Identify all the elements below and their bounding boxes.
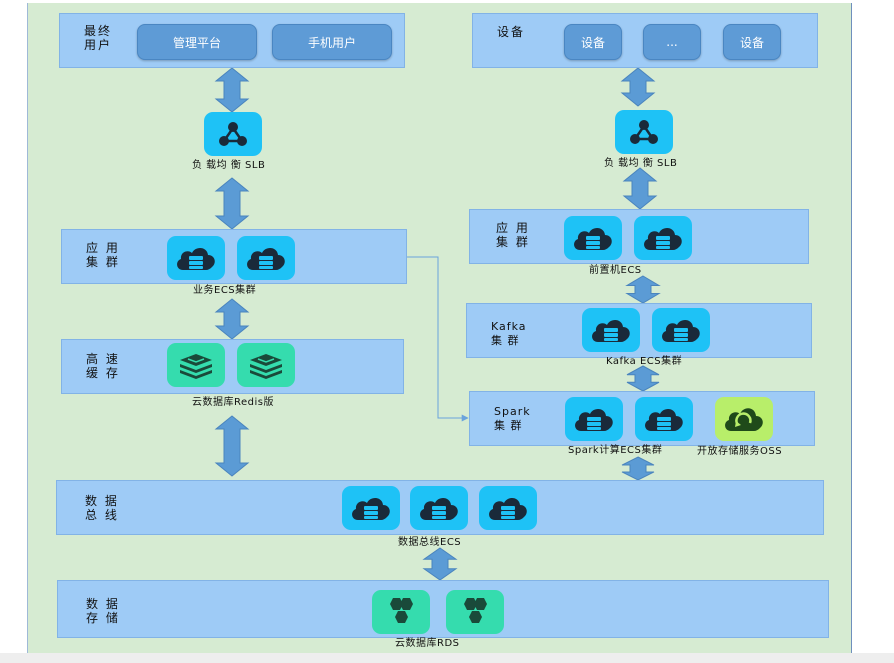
app-cluster-band-left: 应 用 集 群 — [61, 229, 407, 284]
oss-caption: 开放存储服务OSS — [697, 446, 783, 457]
device-button-more[interactable]: ... — [643, 24, 701, 60]
ecs-cloud-icon — [167, 236, 225, 280]
ecs-cloud-icon — [237, 236, 295, 280]
oss-cloud-icon — [715, 397, 773, 441]
cache-label: 高 速 缓 存 — [86, 352, 120, 380]
kafka-caption: Kafka ECS集群 — [606, 356, 683, 367]
redis-stack-icon — [237, 343, 295, 387]
ecs-cloud-icon — [582, 308, 640, 352]
end-user-label: 最终 用户 — [84, 24, 113, 52]
device-button-2[interactable]: 设备 — [723, 24, 781, 60]
ecs-cloud-icon — [410, 486, 468, 530]
rds-caption: 云数据库RDS — [395, 638, 460, 649]
devices-band: 设备 设备 ... 设备 — [472, 13, 818, 68]
app-cluster-label-left: 应 用 集 群 — [86, 241, 120, 269]
ecs-cloud-icon — [342, 486, 400, 530]
ecs-cloud-icon — [479, 486, 537, 530]
redis-caption: 云数据库Redis版 — [192, 397, 274, 408]
spark-label: Spark 集 群 — [494, 405, 531, 432]
arrow-cache-bus — [214, 415, 250, 477]
redis-stack-icon — [167, 343, 225, 387]
slb-caption-right: 负 载均 衡 SLB — [604, 158, 678, 169]
ecs-cloud-icon — [564, 216, 622, 260]
arrow-bus-storage — [422, 547, 458, 581]
load-balancer-icon — [615, 110, 673, 154]
ecs-cloud-icon — [634, 216, 692, 260]
slb-caption-left: 负 载均 衡 SLB — [192, 160, 266, 171]
data-bus-label: 数 据 总 线 — [85, 494, 119, 522]
arrow-slb-app-left — [214, 177, 250, 230]
arrow-enduser-slb — [214, 67, 250, 113]
ecs-cloud-icon — [652, 308, 710, 352]
bottom-strip — [0, 653, 894, 663]
load-balancer-icon — [204, 112, 262, 156]
cache-band: 高 速 缓 存 — [61, 339, 404, 394]
front-ecs-caption: 前置机ECS — [589, 265, 642, 276]
storage-label: 数 据 存 储 — [86, 597, 120, 625]
arrow-slb-app-right — [622, 167, 658, 210]
arrow-spark-bus — [621, 456, 655, 481]
arrow-devices-slb — [620, 67, 656, 107]
arrow-kafka-spark — [626, 365, 660, 392]
devices-label: 设备 — [497, 25, 526, 39]
device-button-1[interactable]: 设备 — [564, 24, 622, 60]
rds-cluster-icon — [446, 590, 504, 634]
rds-cluster-icon — [372, 590, 430, 634]
spark-caption: Spark计算ECS集群 — [568, 445, 663, 456]
ecs-cloud-icon — [565, 397, 623, 441]
app-to-spark-connector — [406, 256, 469, 422]
app-cluster-label-right: 应 用 集 群 — [496, 221, 530, 249]
end-user-band: 最终 用户 管理平台 手机用户 — [59, 13, 405, 68]
business-ecs-caption: 业务ECS集群 — [193, 285, 257, 296]
mobile-user-button[interactable]: 手机用户 — [272, 24, 392, 60]
arrow-app-cache — [214, 298, 250, 340]
ecs-cloud-icon — [635, 397, 693, 441]
storage-band: 数 据 存 储 — [57, 580, 829, 638]
data-bus-caption: 数据总线ECS — [398, 537, 462, 548]
admin-platform-button[interactable]: 管理平台 — [137, 24, 257, 60]
arrow-app-kafka — [625, 275, 661, 304]
kafka-label: Kafka 集 群 — [491, 320, 527, 347]
